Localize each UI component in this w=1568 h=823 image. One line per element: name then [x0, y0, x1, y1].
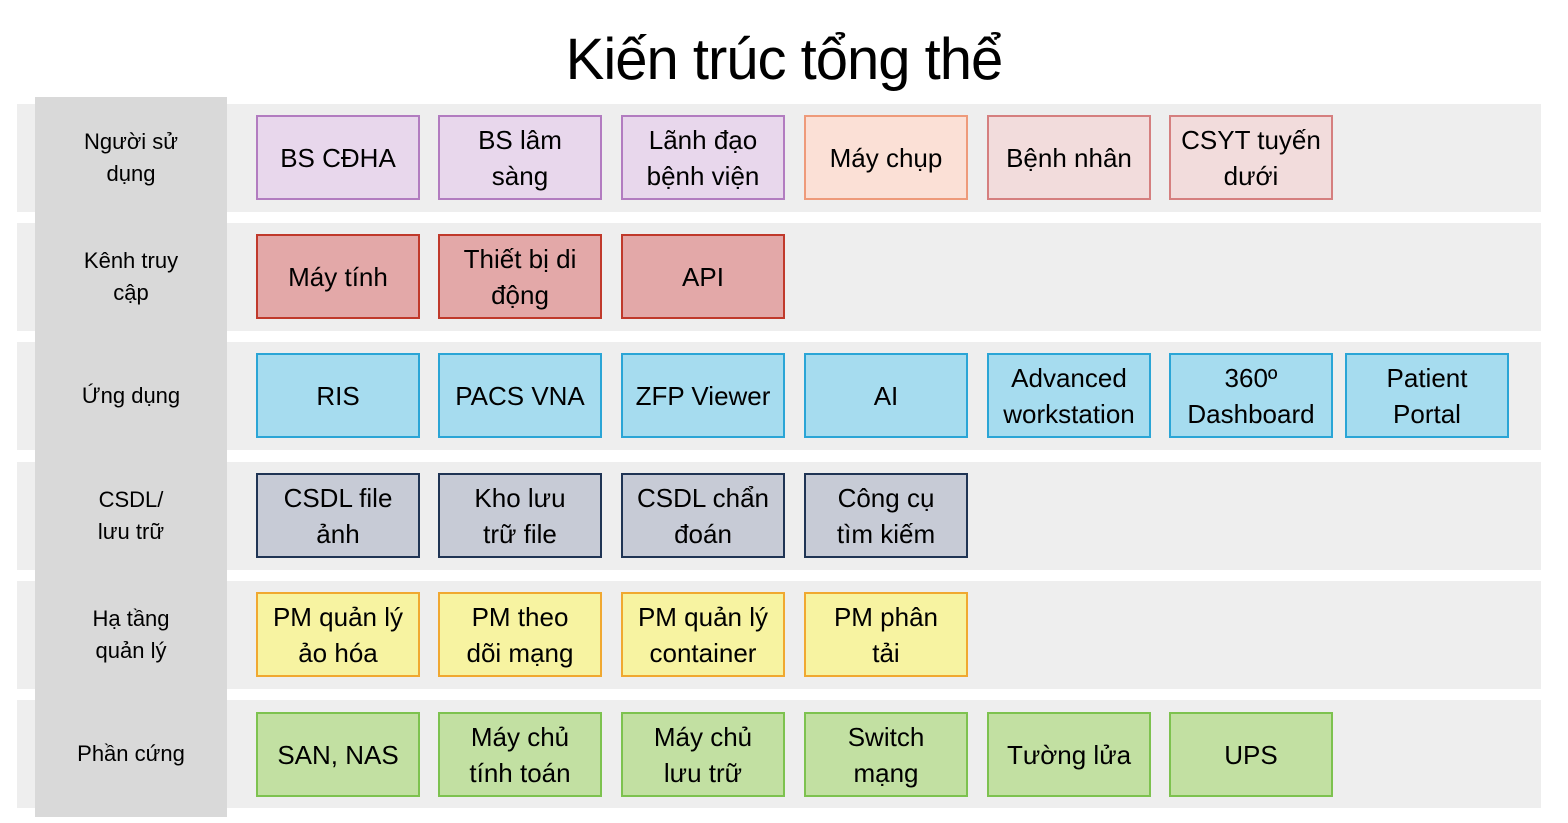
box-pm-quan-ly-ao-hoa: PM quản lý ảo hóa — [256, 592, 420, 677]
box-pm-theo-doi-mang: PM theo dõi mạng — [438, 592, 602, 677]
box-zfp-viewer: ZFP Viewer — [621, 353, 785, 438]
row-label-storage: CSDL/ lưu trữ — [97, 487, 165, 544]
box-lanh-dao-benh-vien: Lãnh đạo bệnh viện — [621, 115, 785, 200]
row-label-access: Kênh truy cập — [83, 248, 179, 305]
box-ups: UPS — [1169, 712, 1333, 797]
row-label-users: Người sử dụng — [83, 129, 178, 186]
box-cong-cu-tim-kiem: Công cụ tìm kiếm — [804, 473, 968, 558]
box-pm-phan-tai: PM phân tải — [804, 592, 968, 677]
box-pm-quan-ly-container: PM quản lý container — [621, 592, 785, 677]
box-csyt-tuyen-duoi: CSYT tuyến dưới — [1169, 115, 1333, 200]
box-ai: AI — [804, 353, 968, 438]
box-kho-luu-tru-file: Kho lưu trữ file — [438, 473, 602, 558]
box-pacs-vna: PACS VNA — [438, 353, 602, 438]
row-label-hardware: Phần cứng — [77, 741, 185, 766]
box-api: API — [621, 234, 785, 319]
box-advanced-workstation: Advanced workstation — [987, 353, 1151, 438]
box-may-chup: Máy chụp — [804, 115, 968, 200]
box-patient-portal: Patient Portal — [1345, 353, 1509, 438]
row-label-apps: Ứng dụng — [81, 383, 181, 408]
box-bs-lam-sang: BS lâm sàng — [438, 115, 602, 200]
row-label-column — [35, 97, 227, 817]
box-benh-nhan: Bệnh nhân — [987, 115, 1151, 200]
box-ris: RIS — [256, 353, 420, 438]
box-may-tinh: Máy tính — [256, 234, 420, 319]
box-360-dashboard: 360º Dashboard — [1169, 353, 1333, 438]
box-tuong-lua: Tường lửa — [987, 712, 1151, 797]
box-may-chu-luu-tru: Máy chủ lưu trữ — [621, 712, 785, 797]
box-may-chu-tinh-toan: Máy chủ tính toán — [438, 712, 602, 797]
row-label-management: Hạ tầng quản lý — [92, 606, 170, 663]
box-bs-cdha: BS CĐHA — [256, 115, 420, 200]
box-switch-mang: Switch mạng — [804, 712, 968, 797]
box-san-nas: SAN, NAS — [256, 712, 420, 797]
box-thiet-bi-di-dong: Thiết bị di động — [438, 234, 602, 319]
box-csdl-file-anh: CSDL file ảnh — [256, 473, 420, 558]
diagram-title: Kiến trúc tổng thể — [565, 27, 1004, 92]
box-csdl-chan-doan: CSDL chẩn đoán — [621, 473, 785, 558]
